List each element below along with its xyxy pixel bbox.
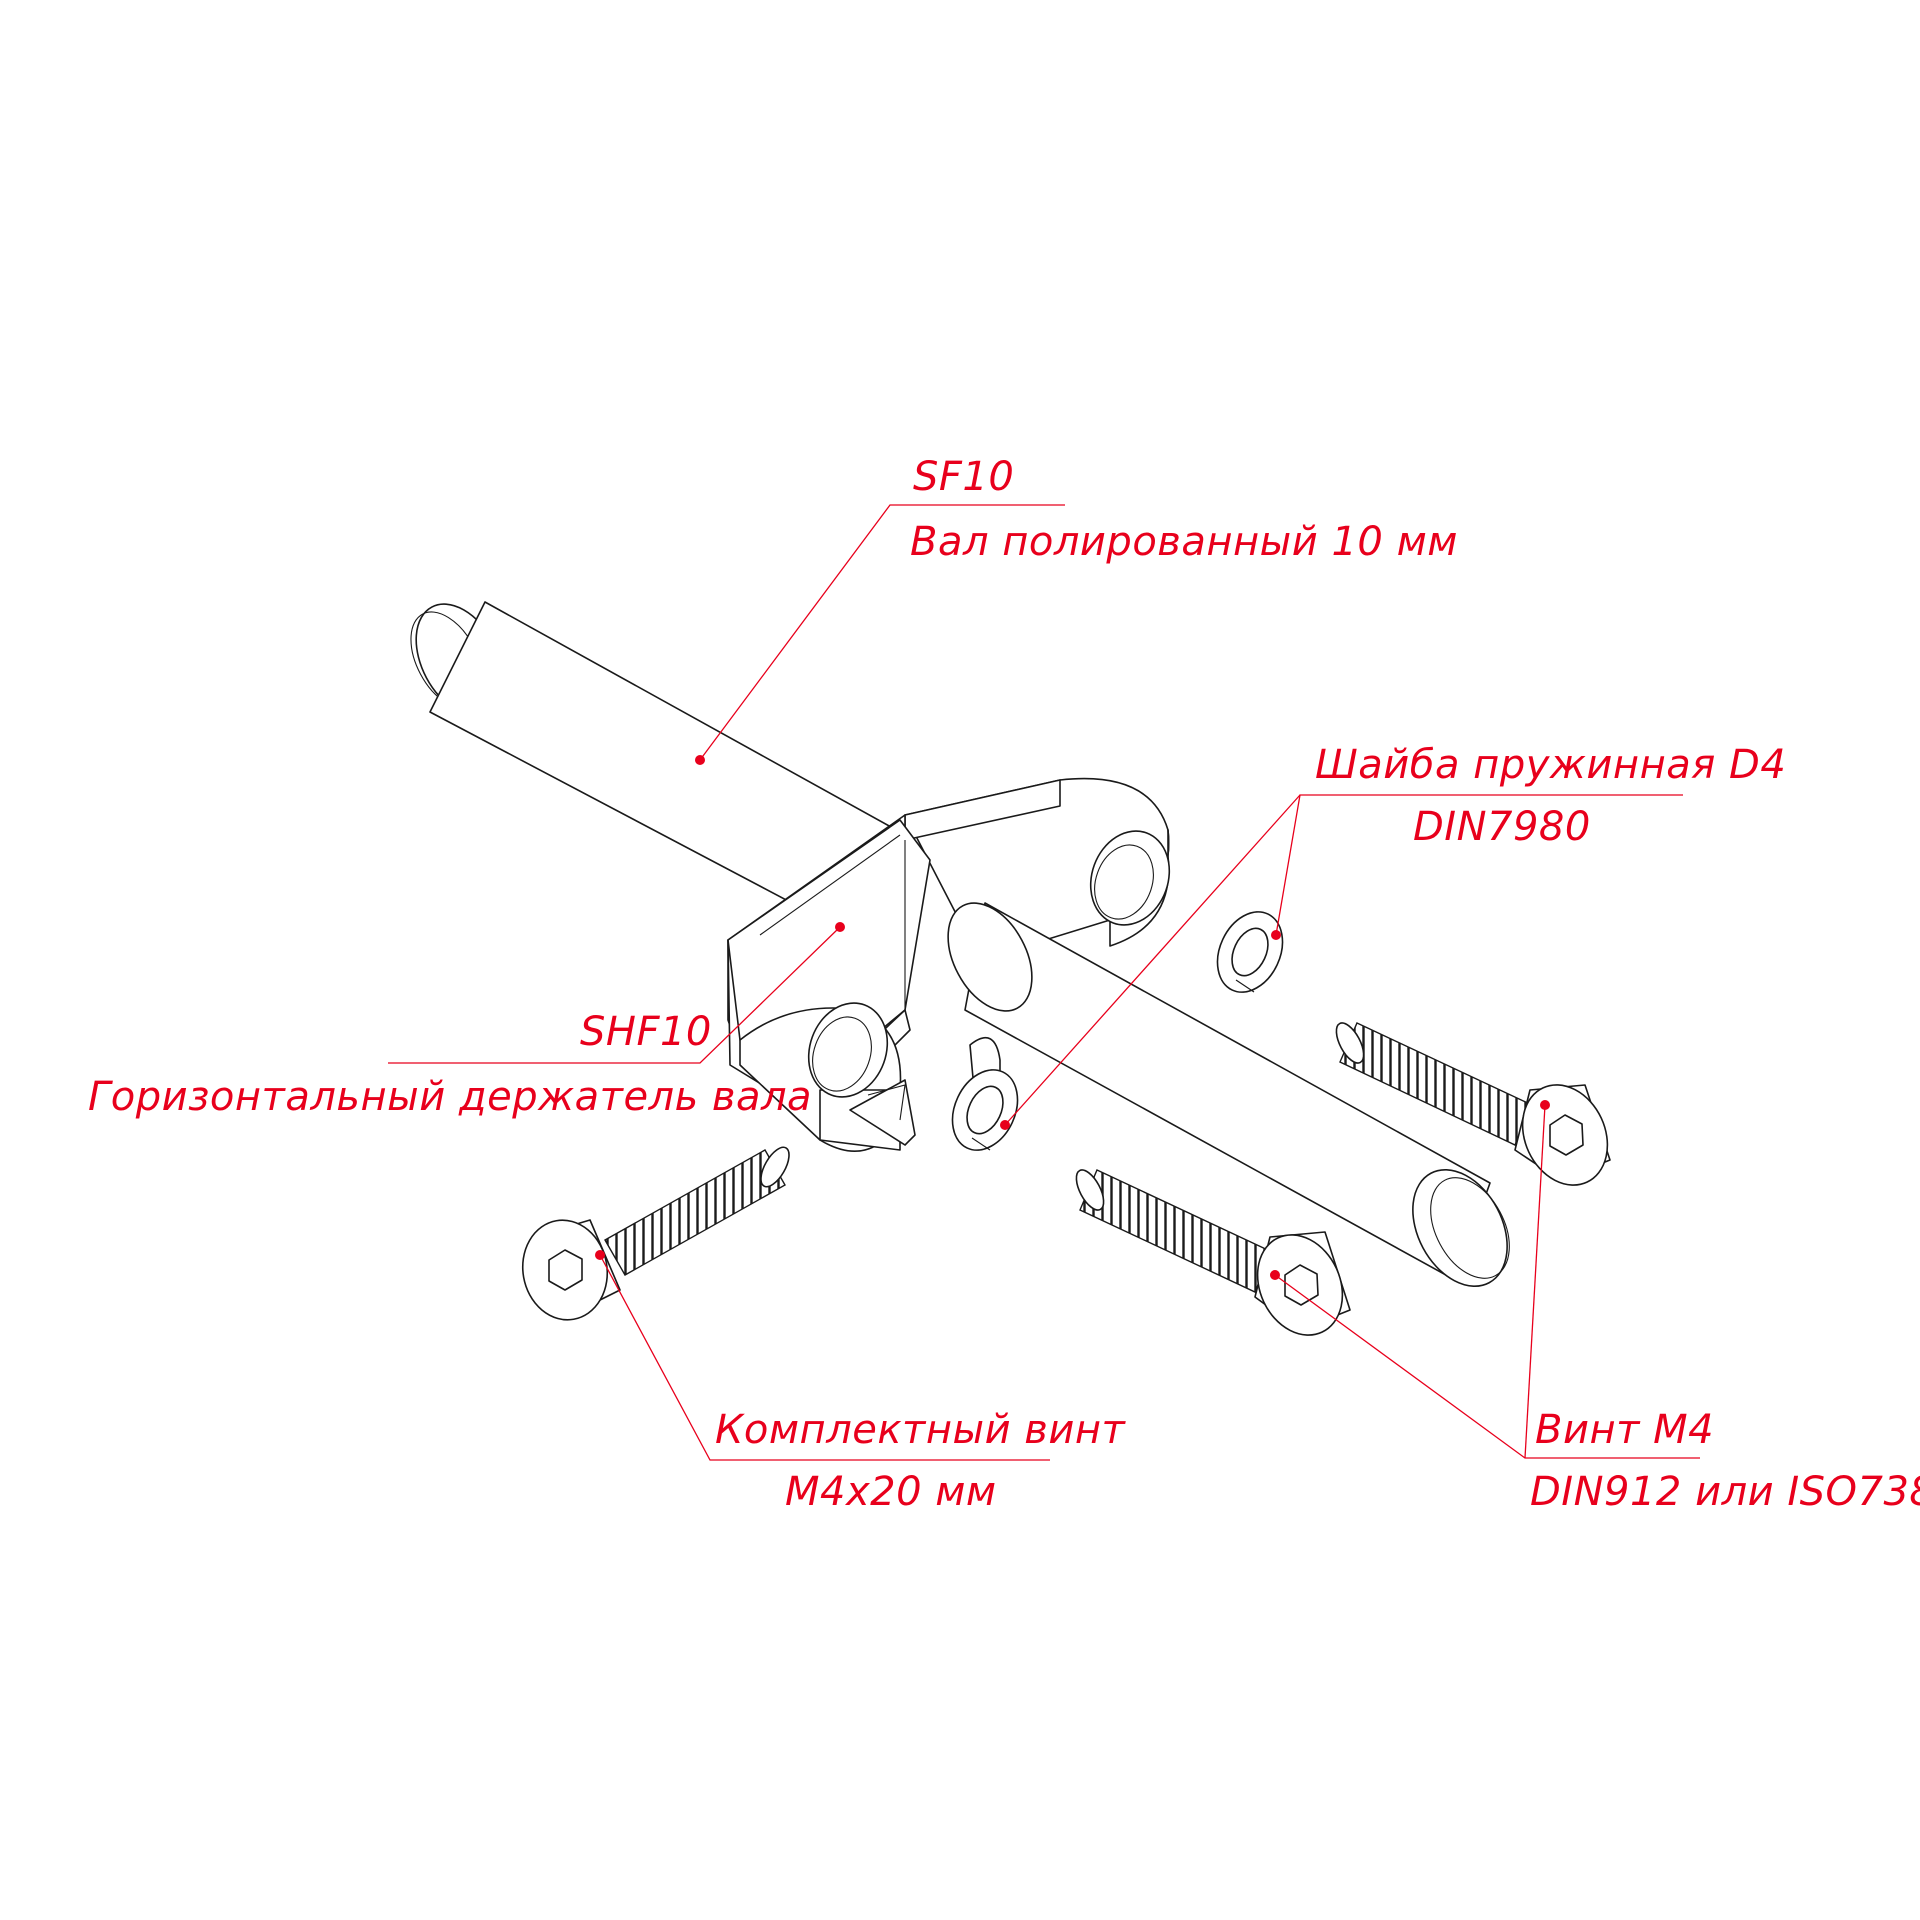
screw-m4-upper <box>1335 1022 1611 1186</box>
holder-description-label: Горизонтальный держатель вала <box>88 1074 812 1120</box>
spring-washer-upper <box>1216 911 1284 993</box>
shaft-description-label: Вал полированный 10 мм <box>910 519 1458 565</box>
screw-name-label: Винт M4 <box>1535 1407 1714 1453</box>
leader-shaft <box>695 504 1065 765</box>
set-screw-m4x20 <box>521 1146 790 1321</box>
screw-standard-label: DIN912 или ISO7380 <box>1530 1469 1920 1515</box>
polished-shaft <box>410 601 901 961</box>
screw-m4-lower <box>1075 1169 1351 1336</box>
washer-name-label: Шайба пружинная D4 <box>1315 742 1786 788</box>
shaft-code-label: SF10 <box>913 454 1014 500</box>
set-screw-size-label: M4x20 мм <box>785 1469 997 1515</box>
shaft-holder-body <box>727 777 1171 1153</box>
leader-screw <box>1270 1100 1700 1459</box>
spring-washer-lower <box>951 1069 1019 1151</box>
leader-washer <box>1000 794 1683 1130</box>
leader-set-screw <box>595 1250 1050 1461</box>
washer-standard-label: DIN7980 <box>1413 804 1591 850</box>
holder-code-label: SHF10 <box>580 1009 712 1055</box>
shaft-front-section <box>947 902 1510 1287</box>
set-screw-name-label: Комплектный винт <box>715 1407 1127 1453</box>
leader-holder <box>388 922 845 1064</box>
